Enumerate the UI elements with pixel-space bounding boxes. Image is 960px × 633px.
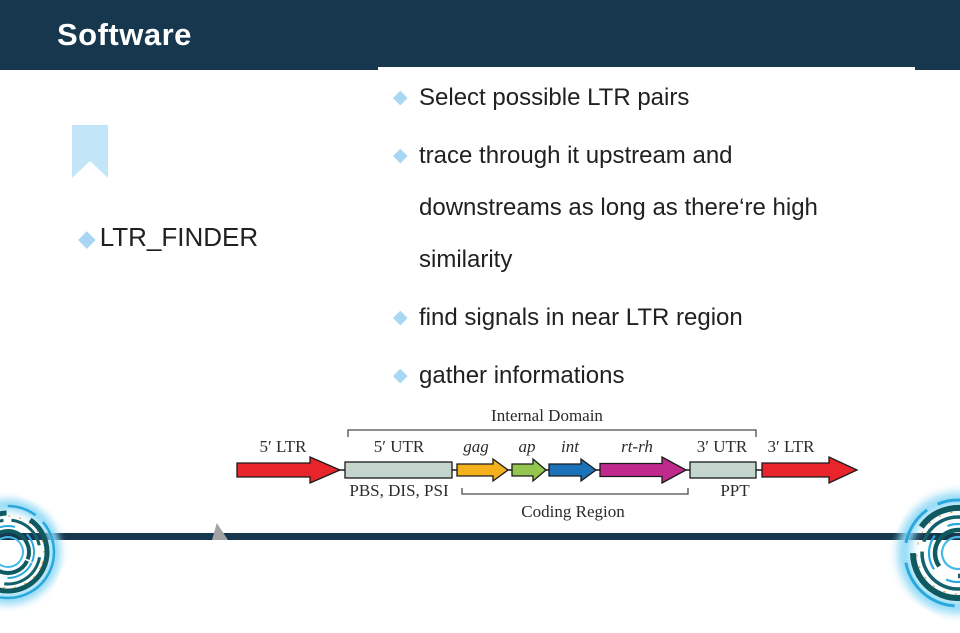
utr5-box — [344, 461, 453, 479]
bullet-item: ◆ gather informations — [393, 350, 845, 402]
bullet-text: find signals in near LTR region — [419, 304, 743, 331]
bullet-item: ◆ find signals in near LTR region — [393, 292, 845, 344]
ltr5-arrow — [236, 456, 342, 484]
bullet-text: gather informations — [419, 362, 625, 389]
bookmark-ribbon-icon — [72, 125, 108, 178]
ltr-structure-drawing — [236, 429, 859, 495]
diamond-bullet-icon: ◆ — [393, 145, 408, 166]
header-bar: Software — [0, 0, 960, 70]
diamond-bullet-icon: ◆ — [393, 87, 408, 108]
coding-region-label: Coding Region — [521, 502, 625, 521]
corner-decoration-right — [897, 492, 960, 614]
corner-decoration-left — [0, 499, 61, 605]
gag-label: gag — [463, 437, 489, 456]
rtrh-arrow — [599, 455, 688, 485]
pbs-dis-psi-label: PBS, DIS, PSI — [349, 481, 449, 500]
page-title: Software — [57, 17, 192, 52]
ap-label: ap — [518, 437, 536, 456]
rtrh-label: rt-rh — [621, 437, 653, 456]
ap-arrow — [511, 457, 548, 483]
internal-domain-label: Internal Domain — [491, 406, 603, 425]
int-arrow — [548, 457, 598, 483]
footer-bar — [0, 533, 960, 540]
internal-domain-bracket — [347, 429, 757, 437]
ltr3-label: 3′ LTR — [767, 437, 815, 456]
ltr5-label: 5′ LTR — [259, 437, 307, 456]
topic-item: ◆LTR_FINDER — [78, 222, 258, 253]
ltr-structure-figure: Internal Domain 5′ LTR 5′ UTR gag ap int… — [230, 400, 870, 530]
bullet-item: ◆ trace through it upstream and downstre… — [393, 130, 845, 286]
topic-label: LTR_FINDER — [99, 222, 259, 252]
ltr3-arrow — [761, 455, 859, 485]
bullet-text: Select possible LTR pairs — [419, 84, 690, 111]
bullet-item: ◆ Select possible LTR pairs — [393, 72, 845, 124]
utr3-box — [689, 461, 757, 479]
utr3-label: 3′ UTR — [696, 437, 748, 456]
diamond-bullet-icon: ◆ — [393, 365, 408, 386]
diamond-bullet-icon: ◆ — [393, 307, 408, 328]
ppt-label: PPT — [720, 481, 750, 500]
bullet-text: trace through it upstream and downstream… — [419, 142, 818, 273]
coding-region-bracket — [461, 488, 689, 495]
utr5-label: 5′ UTR — [373, 437, 425, 456]
gag-arrow — [456, 457, 510, 483]
diamond-bullet-icon: ◆ — [78, 225, 96, 251]
bullet-list: ◆ Select possible LTR pairs ◆ trace thro… — [393, 72, 845, 408]
int-label: int — [561, 437, 579, 456]
content-panel-top-edge — [378, 67, 915, 70]
mouse-cursor — [212, 523, 228, 540]
